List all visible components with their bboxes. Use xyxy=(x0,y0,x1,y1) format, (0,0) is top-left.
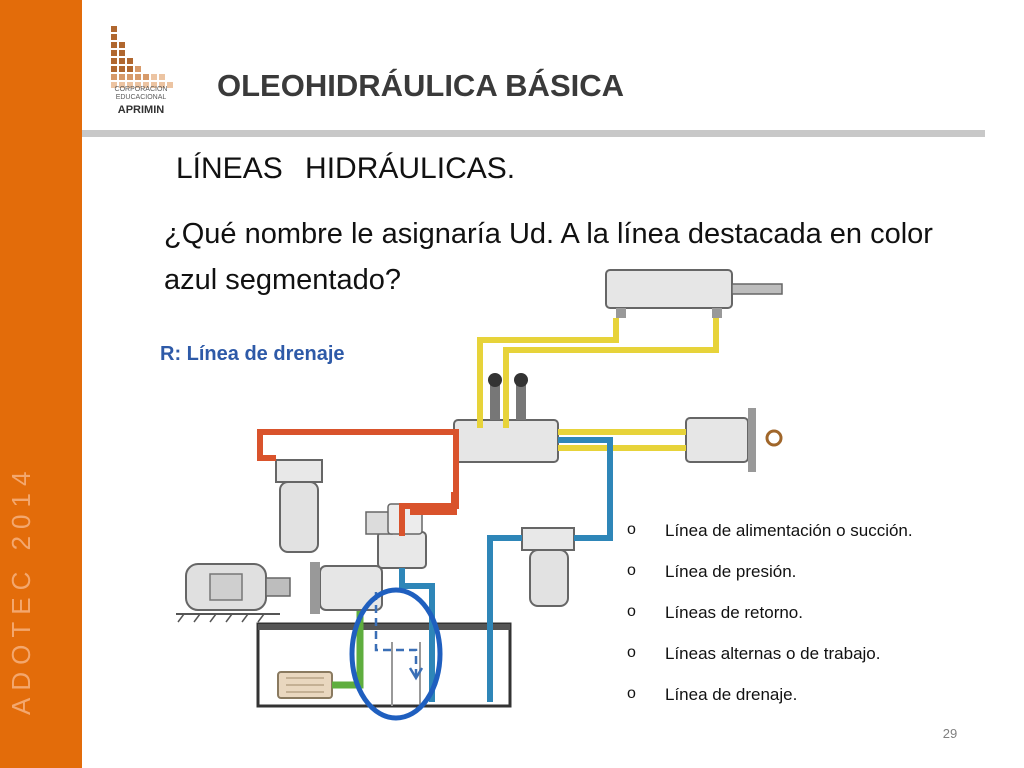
legend-item-text: Línea de drenaje. xyxy=(665,685,798,704)
slide-answer: R: Línea de drenaje xyxy=(160,343,345,365)
return-filter xyxy=(521,527,575,607)
slide-subtitle: LÍNEAS HIDRÁULICAS. xyxy=(176,152,516,185)
header-divider xyxy=(82,130,985,137)
page-title: OLEOHIDRÁULICA BÁSICA xyxy=(217,68,625,103)
hydraulic-cylinder xyxy=(605,269,783,318)
pressure-filter xyxy=(275,459,323,553)
drain-line xyxy=(374,592,418,676)
legend-item: o Líneas de retorno. xyxy=(627,603,1007,644)
pressure-line xyxy=(257,429,459,536)
legend-item-text: Línea de alimentación o succión. xyxy=(665,521,913,540)
sidebar-vertical-text: ADOTEC 2014 xyxy=(6,464,36,716)
orange-sidebar xyxy=(0,0,82,768)
bullet-icon: o xyxy=(627,685,636,702)
electric-motor xyxy=(176,563,291,623)
hydraulic-motor xyxy=(685,408,783,472)
bullet-icon: o xyxy=(627,644,636,661)
suction-strainer xyxy=(277,671,333,699)
logo-text-line1: CORPORACION xyxy=(114,86,168,93)
highlight-ellipse xyxy=(349,587,443,721)
legend-item: o Líneas alternas o de trabajo. xyxy=(627,644,1007,685)
working-line-a xyxy=(477,318,619,428)
bullet-icon: o xyxy=(627,603,636,620)
bullet-icon: o xyxy=(627,562,636,579)
working-line-b xyxy=(503,318,719,428)
logo-brand-text: APRIMIN xyxy=(117,104,165,116)
legend-item-text: Líneas de retorno. xyxy=(665,603,803,622)
hydraulic-pump xyxy=(310,562,383,614)
page-number: 29 xyxy=(942,726,958,741)
legend-item-text: Líneas alternas o de trabajo. xyxy=(665,644,881,663)
hydraulic-circuit-diagram xyxy=(176,269,783,721)
logo-text-line2: EDUCACIONAL xyxy=(115,94,167,101)
return-line-c xyxy=(399,568,435,702)
legend-item: o Línea de drenaje. xyxy=(627,685,1007,726)
slide-question: ¿Qué nombre le asignaría Ud. A la línea … xyxy=(164,218,933,296)
legend-item: o Línea de presión. xyxy=(627,562,1007,603)
drain-arrow-icon xyxy=(408,667,424,681)
bullet-icon: o xyxy=(627,521,636,538)
return-line-a xyxy=(558,437,613,541)
legend-item: o Línea de alimentación o succión. xyxy=(627,521,1007,562)
return-line-b xyxy=(487,535,522,702)
aprimin-logo-icon xyxy=(111,26,173,88)
legend-item-text: Línea de presión. xyxy=(665,562,797,581)
